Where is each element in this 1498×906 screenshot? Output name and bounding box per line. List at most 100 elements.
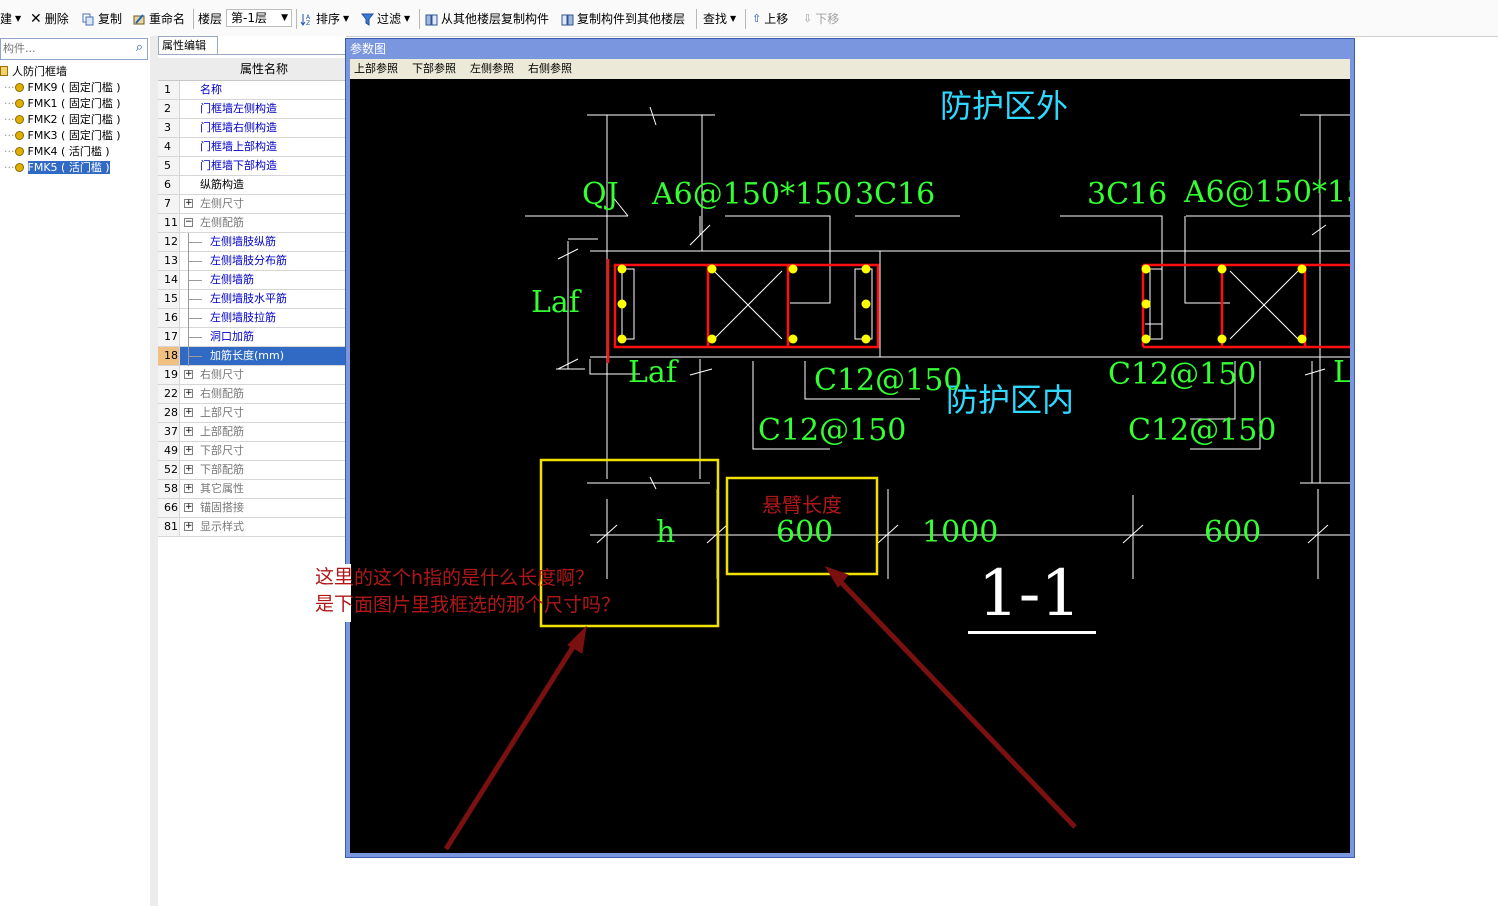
- expand-icon[interactable]: +: [184, 407, 193, 417]
- floor-label: 楼层: [198, 10, 222, 28]
- property-row[interactable]: 6 纵筋构造: [158, 176, 346, 195]
- sort-icon: AZ: [300, 13, 311, 26]
- search-input[interactable]: [1, 39, 123, 57]
- drawing-canvas: 防护区外 防护区内 QJ A6@150*150 3C16 3C16 A6@150…: [350, 79, 1350, 853]
- inside-zone-label: 防护区内: [946, 381, 1075, 419]
- property-row-number: 19: [158, 366, 180, 384]
- dim-600-left-label: 600: [776, 515, 834, 550]
- tree-item[interactable]: ···FMK2 ( 固定门槛 ): [4, 113, 121, 126]
- rename-label: 重命名: [149, 12, 186, 26]
- property-row-name: 上部配筋: [200, 425, 244, 438]
- property-row-name: 右侧尺寸: [200, 368, 244, 381]
- expand-icon[interactable]: +: [184, 521, 193, 531]
- dim-h-label: h: [656, 515, 676, 550]
- property-row[interactable]: 58+其它属性: [158, 480, 346, 499]
- property-row[interactable]: 66+锚固搭接: [158, 499, 346, 518]
- find-button[interactable]: 查找▼: [703, 10, 736, 28]
- tree-guide-line: [188, 261, 202, 262]
- floor-select[interactable]: 第-1层 ▼: [226, 9, 292, 27]
- tree-item-selected[interactable]: ···FMK5 ( 活门槛 ): [4, 161, 110, 174]
- expand-icon[interactable]: +: [184, 502, 193, 512]
- sort-label: 排序: [316, 12, 341, 26]
- stirrup-lines: [621, 251, 1299, 357]
- property-row[interactable]: 52+下部配筋: [158, 461, 346, 480]
- copy-icon: [82, 13, 94, 25]
- delete-button[interactable]: ✕ 删除: [30, 10, 69, 28]
- filter-label: 过滤: [377, 12, 402, 26]
- expand-icon[interactable]: +: [184, 483, 193, 493]
- expand-icon[interactable]: +: [184, 369, 193, 379]
- tab-bottom-reference[interactable]: 下部参照: [412, 62, 456, 75]
- filter-button[interactable]: 过滤▼: [361, 10, 410, 28]
- property-row[interactable]: 11−左侧配筋: [158, 214, 346, 233]
- property-row-name: 纵筋构造: [200, 178, 244, 191]
- move-up-button[interactable]: ⇧ 上移: [752, 10, 788, 28]
- property-row-number: 18: [158, 347, 180, 365]
- collapse-icon[interactable]: −: [184, 217, 193, 227]
- search-icon[interactable]: ⌕: [135, 40, 143, 55]
- expand-icon[interactable]: +: [184, 388, 193, 398]
- question-line-1: 这里的这个h指的是什么长度啊？: [350, 567, 595, 589]
- tab-top-reference[interactable]: 上部参照: [354, 62, 398, 75]
- tree-guide-line: [188, 299, 202, 300]
- new-button[interactable]: 建▼: [0, 10, 21, 28]
- tree-item[interactable]: ···FMK1 ( 固定门槛 ): [4, 97, 121, 110]
- property-row-name: 门框墙左侧构造: [200, 102, 277, 115]
- property-row[interactable]: 37+上部配筋: [158, 423, 346, 442]
- wall-outlines: [606, 259, 1350, 363]
- move-down-button[interactable]: ⇩ 下移: [803, 10, 839, 28]
- delete-label: 删除: [44, 12, 69, 26]
- yellow-box-h: [539, 458, 720, 628]
- property-row-number: 7: [158, 195, 180, 213]
- dist-bottom-left-label: C12@150: [758, 413, 907, 448]
- toolbar-separator: [745, 9, 746, 29]
- dropdown-arrow-icon: ▼: [730, 14, 737, 23]
- property-row[interactable]: 7+左侧尺寸: [158, 195, 346, 214]
- svg-text:A: A: [306, 14, 311, 21]
- expand-icon[interactable]: +: [184, 445, 193, 455]
- dist-mid-label: C12@150: [814, 363, 963, 398]
- tree-item-label: FMK4 ( 活门槛 ): [27, 145, 110, 158]
- copy-to-floor-icon: [561, 14, 574, 25]
- tree-item[interactable]: ···FMK3 ( 固定门槛 ): [4, 129, 121, 142]
- expand-icon[interactable]: +: [184, 426, 193, 436]
- property-row[interactable]: 28+上部尺寸: [158, 404, 346, 423]
- tree-root[interactable]: 人防门框墙: [0, 64, 67, 80]
- stirrup-right-label: A6@150*150: [1184, 175, 1350, 210]
- tab-left-reference[interactable]: 左侧参照: [470, 62, 514, 75]
- property-row[interactable]: 22+右侧配筋: [158, 385, 346, 404]
- tab-property-edit[interactable]: 属性编辑: [158, 36, 218, 54]
- property-row[interactable]: 2 门框墙左侧构造: [158, 100, 346, 119]
- cantilever-length-label: 悬臂长度: [762, 493, 842, 517]
- property-row-number: 17: [158, 328, 180, 346]
- expand-icon[interactable]: +: [184, 198, 193, 208]
- property-row-number: 6: [158, 176, 180, 194]
- property-row[interactable]: 49+下部尺寸: [158, 442, 346, 461]
- property-row-number: 2: [158, 100, 180, 118]
- tree-item[interactable]: ···FMK9 ( 固定门槛 ): [4, 81, 121, 94]
- rename-button[interactable]: 重命名: [133, 10, 185, 28]
- tab-right-reference[interactable]: 右侧参照: [528, 62, 572, 75]
- rebar-dots: [617, 264, 1307, 344]
- copy-to-floor-button[interactable]: 复制构件到其他楼层: [561, 10, 685, 28]
- tree-item[interactable]: ···FMK4 ( 活门槛 ): [4, 145, 110, 158]
- property-row[interactable]: 19 + 右侧尺寸: [158, 366, 346, 385]
- copy-from-floor-button[interactable]: 从其他楼层复制构件: [425, 10, 549, 28]
- tree-item-label: FMK9 ( 固定门槛 ): [27, 81, 121, 94]
- expand-icon[interactable]: +: [184, 464, 193, 474]
- property-row[interactable]: 81+显示样式: [158, 518, 346, 537]
- copy-button[interactable]: 复制: [82, 10, 122, 28]
- property-row-number: 11: [158, 214, 180, 232]
